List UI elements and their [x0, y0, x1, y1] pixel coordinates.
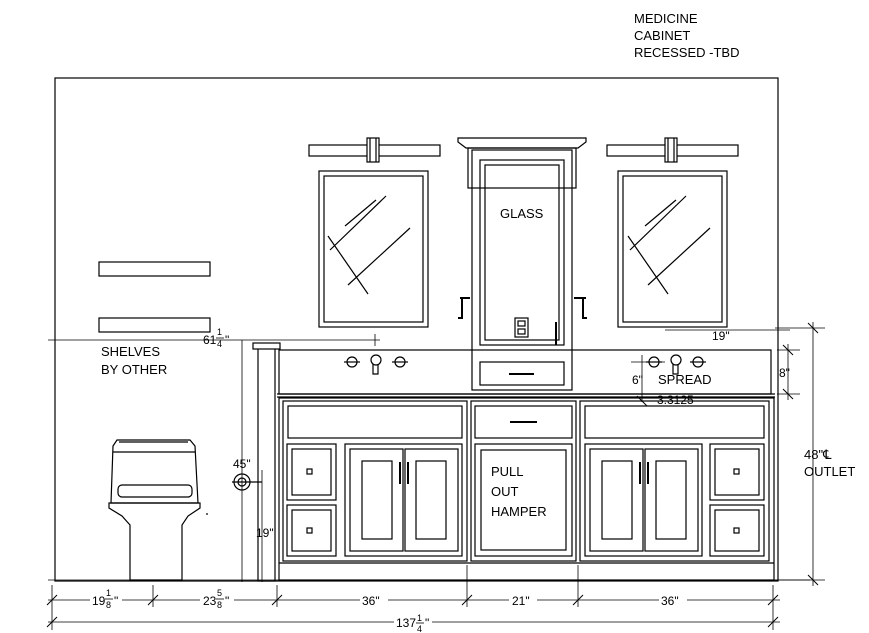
- backsplash-8-dimension: 8": [779, 366, 790, 380]
- shelves-label-line-2: BY OTHER: [101, 362, 167, 377]
- spread-label: SPREAD: [658, 372, 711, 387]
- svg-text:": ": [225, 594, 229, 608]
- hamper-label-line-1: PULL: [491, 464, 524, 479]
- svg-text:": ": [225, 333, 229, 347]
- svg-text:8: 8: [106, 600, 111, 610]
- svg-text:19: 19: [92, 594, 106, 608]
- bottom-23-dimension: 23 5 8 ": [200, 588, 234, 610]
- upper-shelf: [98, 261, 211, 277]
- tower-cabinet: [457, 137, 587, 391]
- hamper-label-line-2: OUT: [491, 484, 519, 499]
- bottom-36-left-dimension: 36": [362, 594, 380, 608]
- left-faucet-icon: [344, 354, 408, 375]
- medicine-cabinet-note-line-3: RECESSED -TBD: [634, 45, 739, 60]
- svg-text:1: 1: [217, 327, 222, 337]
- vanity-base: [278, 397, 775, 581]
- svg-text:": ": [425, 616, 429, 630]
- right-mirror: [617, 170, 728, 328]
- left-hook-icon: [458, 297, 470, 319]
- shelves-label-line-1: SHELVES: [101, 344, 160, 359]
- wall-outline: [54, 77, 779, 582]
- toilet-icon: [108, 439, 208, 581]
- spread-value-dimension: 3.3125: [657, 393, 694, 407]
- filler-post: [257, 344, 276, 582]
- svg-text:4: 4: [217, 339, 222, 349]
- svg-text:": ": [114, 594, 118, 608]
- svg-text:61: 61: [203, 333, 217, 347]
- svg-text:137: 137: [396, 616, 416, 630]
- svg-text:1: 1: [106, 588, 111, 598]
- right-hook-icon: [574, 297, 587, 319]
- tp-19-dimension: 19": [256, 526, 274, 540]
- svg-text:1: 1: [417, 613, 422, 623]
- outlet-label-line-1: 48"℄: [804, 447, 832, 462]
- overall-dimension: 137 1 4 ": [394, 613, 432, 633]
- svg-text:4: 4: [417, 624, 422, 633]
- shelf-height-dimension: 61 1 4 ": [203, 327, 229, 349]
- spread-6-dimension: 6": [632, 373, 643, 387]
- bottom-36-right-dimension: 36": [661, 594, 679, 608]
- svg-text:8: 8: [217, 600, 222, 610]
- left-mirror: [318, 170, 429, 328]
- medicine-cabinet-note-line-2: CABINET: [634, 28, 690, 43]
- outlet-icon: [514, 317, 529, 338]
- outlet-label-line-2: OUTLET: [804, 464, 855, 479]
- hamper-label-line-3: HAMPER: [491, 504, 547, 519]
- medicine-cabinet-note-line-1: MEDICINE: [634, 11, 698, 26]
- right-vanity-light: [606, 137, 739, 163]
- svg-text:5: 5: [217, 588, 222, 598]
- bottom-19-dimension: 19 1 8 ": [90, 588, 122, 610]
- lower-shelf: [98, 317, 211, 333]
- svg-text:23: 23: [203, 594, 217, 608]
- left-vanity-light: [308, 137, 441, 163]
- bottom-21-dimension: 21": [512, 594, 530, 608]
- side-19-dimension: 19": [712, 329, 730, 343]
- tp-45-dimension: 45": [233, 457, 251, 471]
- glass-label: GLASS: [500, 206, 544, 221]
